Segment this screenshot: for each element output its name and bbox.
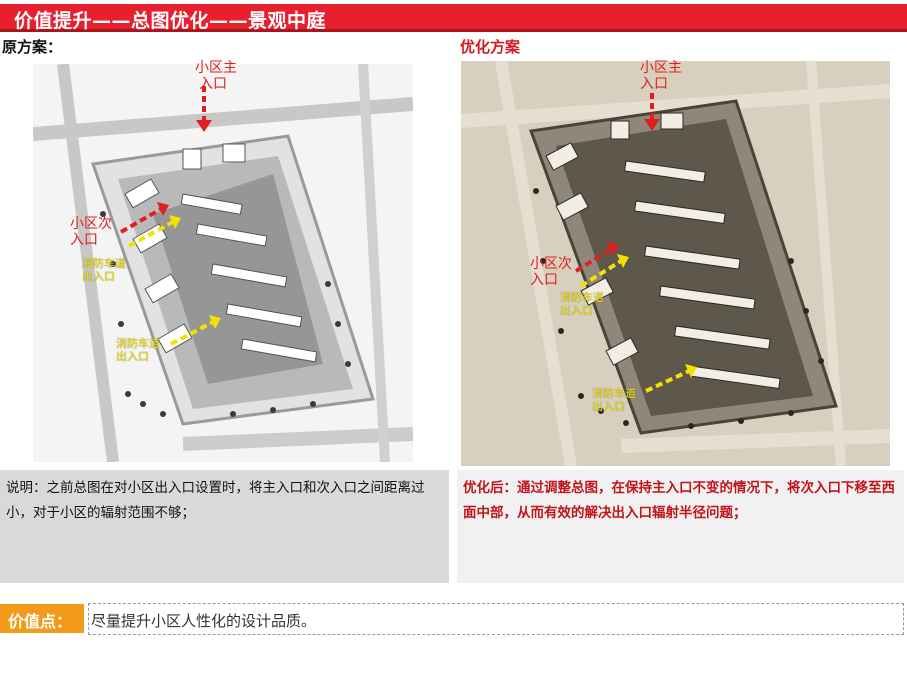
page-title: 价值提升——总图优化——景观中庭 bbox=[14, 10, 327, 32]
original-fire-lane-2-line2: 出入口 bbox=[116, 349, 149, 363]
optimized-fire-lane-label-2: 消防车道 出入口 bbox=[592, 387, 636, 413]
optimized-fire-lane-2-line1: 消防车道 bbox=[592, 387, 636, 400]
value-point-text: 尽量提升小区人性化的设计品质。 bbox=[88, 603, 904, 635]
original-fire-lane-1-line2: 出入口 bbox=[82, 269, 115, 283]
original-secondary-entrance-line2: 入口 bbox=[70, 232, 98, 249]
original-fire-lane-label-1: 消防车道 出入口 bbox=[82, 257, 126, 283]
optimized-main-entrance-line2: 入口 bbox=[640, 76, 668, 93]
original-plan-description: 说明：之前总图在对小区出入口设置时，将主入口和次入口之间距离过小，对于小区的辐射… bbox=[0, 470, 449, 583]
optimized-fire-lane-label-1: 消防车道 出入口 bbox=[560, 291, 604, 317]
original-secondary-entrance-label: 小区次 入口 bbox=[70, 216, 112, 248]
optimized-plan-description: 优化后：通过调整总图，在保持主入口不变的情况下，将次入口下移至西面中部，从而有效… bbox=[457, 470, 904, 583]
optimized-site-plan-image bbox=[461, 61, 890, 466]
optimized-secondary-entrance-line2: 入口 bbox=[530, 272, 558, 289]
optimized-fire-lane-1-line2: 出入口 bbox=[560, 303, 593, 317]
original-main-entrance-label: 小区主 入口 bbox=[195, 60, 237, 92]
optimized-secondary-entrance-label: 小区次 入口 bbox=[530, 256, 572, 288]
original-secondary-entrance-line1: 小区次 bbox=[70, 216, 112, 232]
optimized-main-entrance-line1: 小区主 bbox=[640, 60, 682, 76]
original-fire-lane-1-line1: 消防车道 bbox=[82, 257, 126, 270]
optimized-fire-lane-1-line1: 消防车道 bbox=[560, 291, 604, 304]
optimized-secondary-entrance-line1: 小区次 bbox=[530, 256, 572, 272]
original-fire-lane-label-2: 消防车道 出入口 bbox=[116, 337, 160, 363]
optimized-main-entrance-label: 小区主 入口 bbox=[640, 60, 682, 92]
original-plan-label: 原方案： bbox=[2, 38, 63, 56]
original-main-entrance-line1: 小区主 bbox=[195, 60, 237, 76]
optimized-plan-label: 优化方案 bbox=[460, 38, 521, 56]
original-site-plan-image bbox=[33, 64, 413, 462]
value-point-tag: 价值点： bbox=[0, 604, 84, 633]
optimized-fire-lane-2-line2: 出入口 bbox=[592, 399, 625, 413]
title-bar: 价值提升——总图优化——景观中庭 bbox=[0, 4, 907, 32]
original-main-entrance-line2: 入口 bbox=[199, 76, 227, 93]
original-fire-lane-2-line1: 消防车道 bbox=[116, 337, 160, 350]
